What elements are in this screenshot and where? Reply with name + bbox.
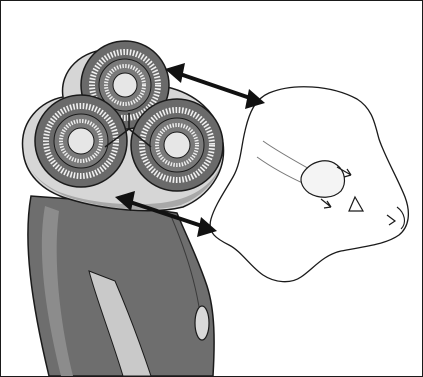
shaver-head (23, 41, 224, 211)
cutter-right (131, 99, 223, 191)
cutter-right-center (164, 132, 190, 158)
power-button (195, 306, 209, 340)
cutter-left-center (68, 128, 94, 154)
protective-cap (210, 87, 408, 282)
shaver-handle (28, 196, 214, 376)
cutter-top-center (113, 73, 137, 97)
